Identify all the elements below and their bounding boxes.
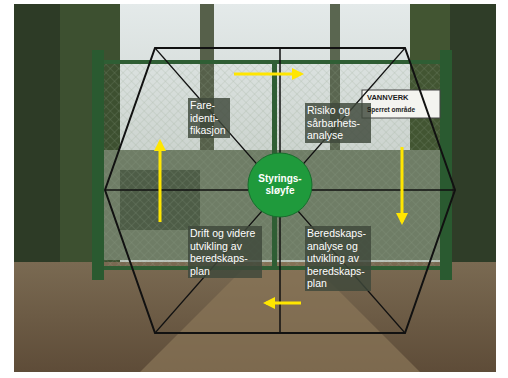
cycle-arrow <box>401 147 404 222</box>
phase-region: Risiko og sårbarhets- analyse <box>305 103 371 143</box>
phase-region: Fare- identi- fikasjon <box>188 98 230 138</box>
phase-label: Fare- identi- fikasjon <box>188 98 230 138</box>
phase-region: Drift og videre utvikling av beredskaps-… <box>188 226 262 279</box>
cycle-arrow <box>266 302 301 305</box>
sign-text: Sperret område <box>367 106 415 115</box>
phase-label: Drift og videre utvikling av beredskaps-… <box>188 226 262 278</box>
cycle-arrow <box>234 73 301 76</box>
phase-label: Risiko og sårbarhets- analyse <box>305 103 371 143</box>
circle-label: Styrings- sløyfe <box>247 173 313 197</box>
control-loop-circle: Styrings- sløyfe <box>247 152 313 218</box>
phase-label: Beredskaps- analyse og utvikling av bere… <box>305 226 371 291</box>
cycle-arrow <box>159 142 162 222</box>
sign-text: VANNVERK <box>367 93 409 103</box>
phase-region: Beredskaps- analyse og utvikling av bere… <box>305 226 371 291</box>
